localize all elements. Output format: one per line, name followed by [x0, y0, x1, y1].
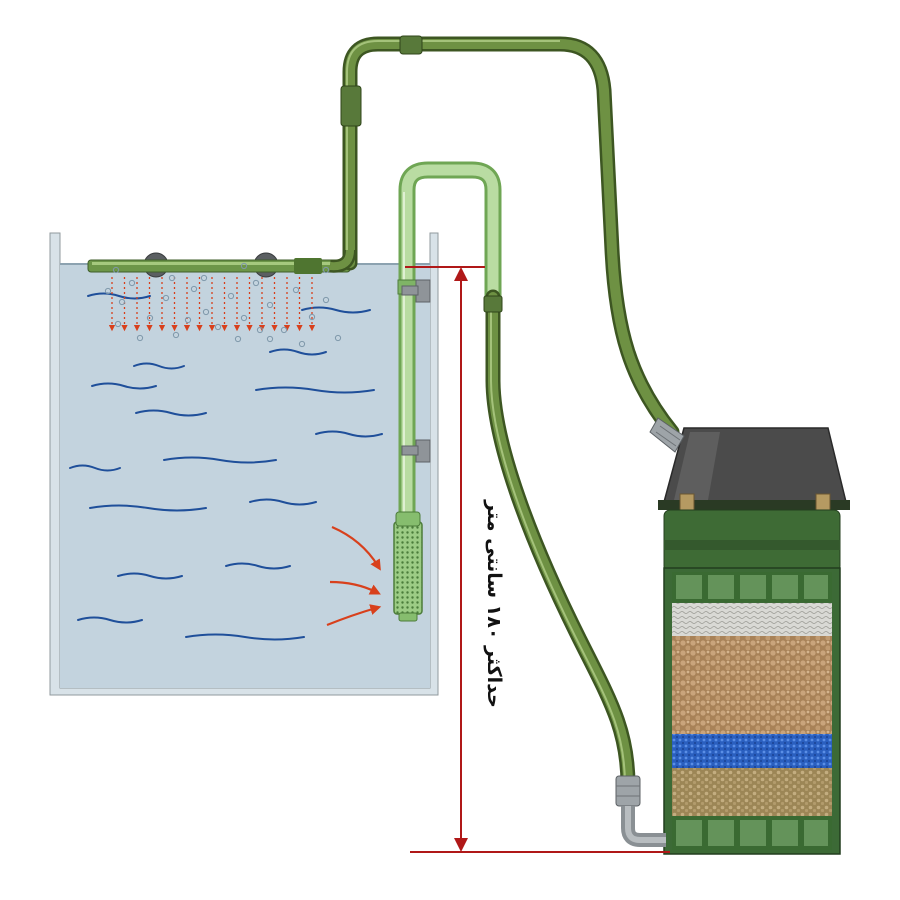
air-bubble: [136, 334, 144, 342]
air-bubble: [146, 314, 154, 322]
water-waves: [69, 292, 383, 641]
air-bubble: [112, 266, 120, 274]
water-wave: [255, 386, 375, 394]
max-height-label: حداکثر ۱۸۰ سانتی متر: [483, 499, 505, 708]
water-wave: [269, 348, 327, 356]
media-fine-wool: [672, 603, 832, 636]
air-bubble: [172, 331, 180, 339]
canister-filter: [658, 427, 850, 855]
air-bubble: [234, 335, 242, 343]
air-bubble: [114, 320, 122, 328]
air-bubble: [252, 279, 260, 287]
media-bottom-basket: [672, 816, 832, 850]
water-wave: [133, 362, 185, 370]
media-blue-sponge: [672, 734, 832, 768]
water-wave: [185, 633, 305, 641]
air-bubble: [227, 292, 235, 300]
water-wave: [89, 504, 207, 512]
air-bubble: [162, 294, 170, 302]
water-wave: [69, 464, 121, 472]
intake-strainer: [393, 521, 423, 615]
air-bubble: [240, 314, 248, 322]
air-bubble: [118, 298, 126, 306]
outlet-connector: [649, 417, 685, 453]
air-bubble: [214, 323, 222, 331]
air-bubble: [266, 301, 274, 309]
air-bubble: [322, 296, 330, 304]
tank-water: [60, 264, 430, 688]
air-bubble: [240, 262, 248, 270]
air-bubble: [280, 326, 288, 334]
height-dimension: حداکثر ۱۸۰ سانتی متر: [405, 266, 670, 853]
air-bubble: [308, 313, 316, 321]
media-top-basket: [672, 572, 832, 602]
air-bubble: [322, 266, 330, 274]
air-bubble: [334, 334, 342, 342]
media-coarse-pads: [672, 768, 832, 816]
water-wave: [91, 382, 157, 390]
water-wave: [249, 498, 317, 506]
air-bubbles: [104, 262, 342, 348]
air-bubble: [128, 279, 136, 287]
water-wave: [163, 456, 277, 464]
water-wave: [225, 562, 291, 570]
air-bubble: [200, 274, 208, 282]
water-wave: [117, 572, 183, 580]
air-bubble: [266, 335, 274, 343]
air-bubble: [104, 287, 112, 295]
water-wave: [135, 409, 207, 417]
inlet-hose: [483, 289, 636, 793]
media-ceramic-rings: [672, 636, 832, 734]
inlet-elbow-connector: [615, 775, 666, 847]
air-bubble: [168, 274, 176, 282]
air-bubble: [292, 286, 300, 294]
air-bubble: [256, 326, 264, 334]
water-wave: [77, 616, 143, 624]
outlet-hose: [329, 35, 680, 440]
air-bubble: [202, 308, 210, 316]
spray-bar: [87, 252, 351, 278]
water-wave: [315, 430, 383, 438]
air-bubble: [298, 340, 306, 348]
air-bubble: [184, 316, 192, 324]
intake-flow-arrows: [326, 525, 382, 627]
air-bubble: [190, 285, 198, 293]
aquarium-tank: [49, 232, 439, 696]
intake-pipe: [393, 161, 502, 622]
water-wave: [87, 292, 151, 300]
